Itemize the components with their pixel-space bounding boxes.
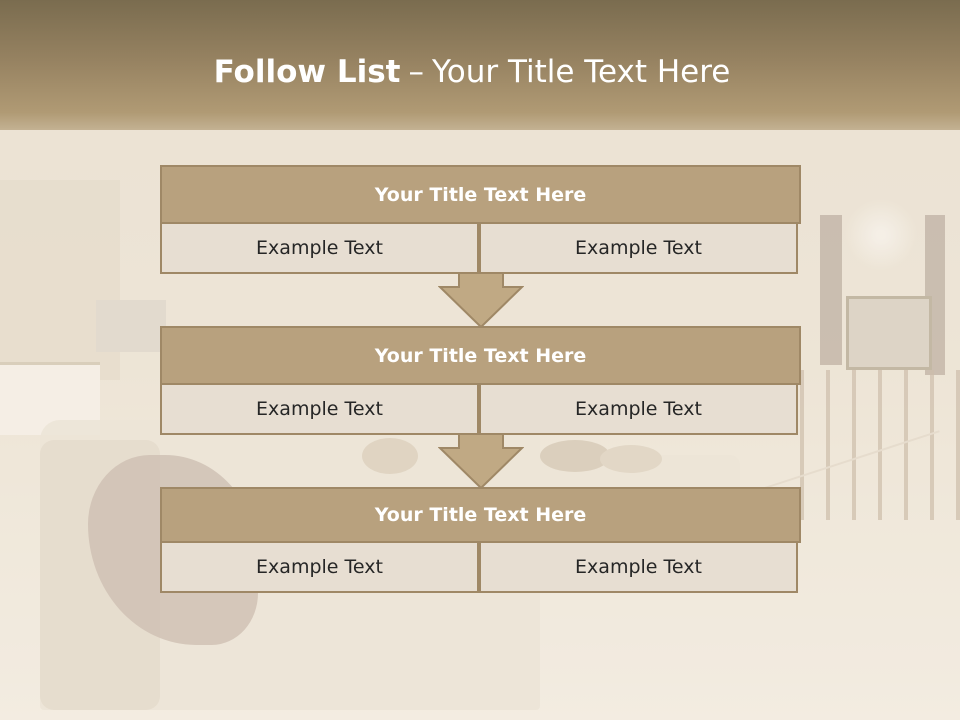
curtain-left	[820, 215, 842, 365]
down-arrow-icon	[438, 271, 524, 329]
step-left-text: Example Text	[160, 383, 479, 435]
step-right-text: Example Text	[479, 541, 798, 593]
step-left-text: Example Text	[160, 541, 479, 593]
step-block-2: Your Title Text Here Example Text Exampl…	[160, 326, 801, 435]
step-right-text: Example Text	[479, 222, 798, 274]
down-arrow-icon	[438, 432, 524, 490]
step-title: Your Title Text Here	[160, 165, 801, 224]
dining-chairs	[800, 370, 960, 520]
cushion	[600, 445, 662, 473]
step-title: Your Title Text Here	[160, 326, 801, 385]
step-block-3: Your Title Text Here Example Text Exampl…	[160, 487, 801, 594]
title-band	[0, 0, 960, 150]
step-right-text: Example Text	[479, 383, 798, 435]
step-block-1: Your Title Text Here Example Text Exampl…	[160, 165, 801, 274]
title-rest: Your Title Text Here	[431, 54, 731, 90]
range-hood	[96, 300, 166, 352]
cushion	[362, 438, 418, 474]
cushion	[540, 440, 610, 472]
title-dash: –	[408, 54, 424, 90]
title-bold: Follow List	[213, 54, 401, 90]
step-title: Your Title Text Here	[160, 487, 801, 543]
slide-title: Follow List–Your Title Text Here	[0, 54, 944, 90]
step-left-text: Example Text	[160, 222, 479, 274]
window	[846, 296, 932, 370]
chandelier	[836, 195, 926, 275]
